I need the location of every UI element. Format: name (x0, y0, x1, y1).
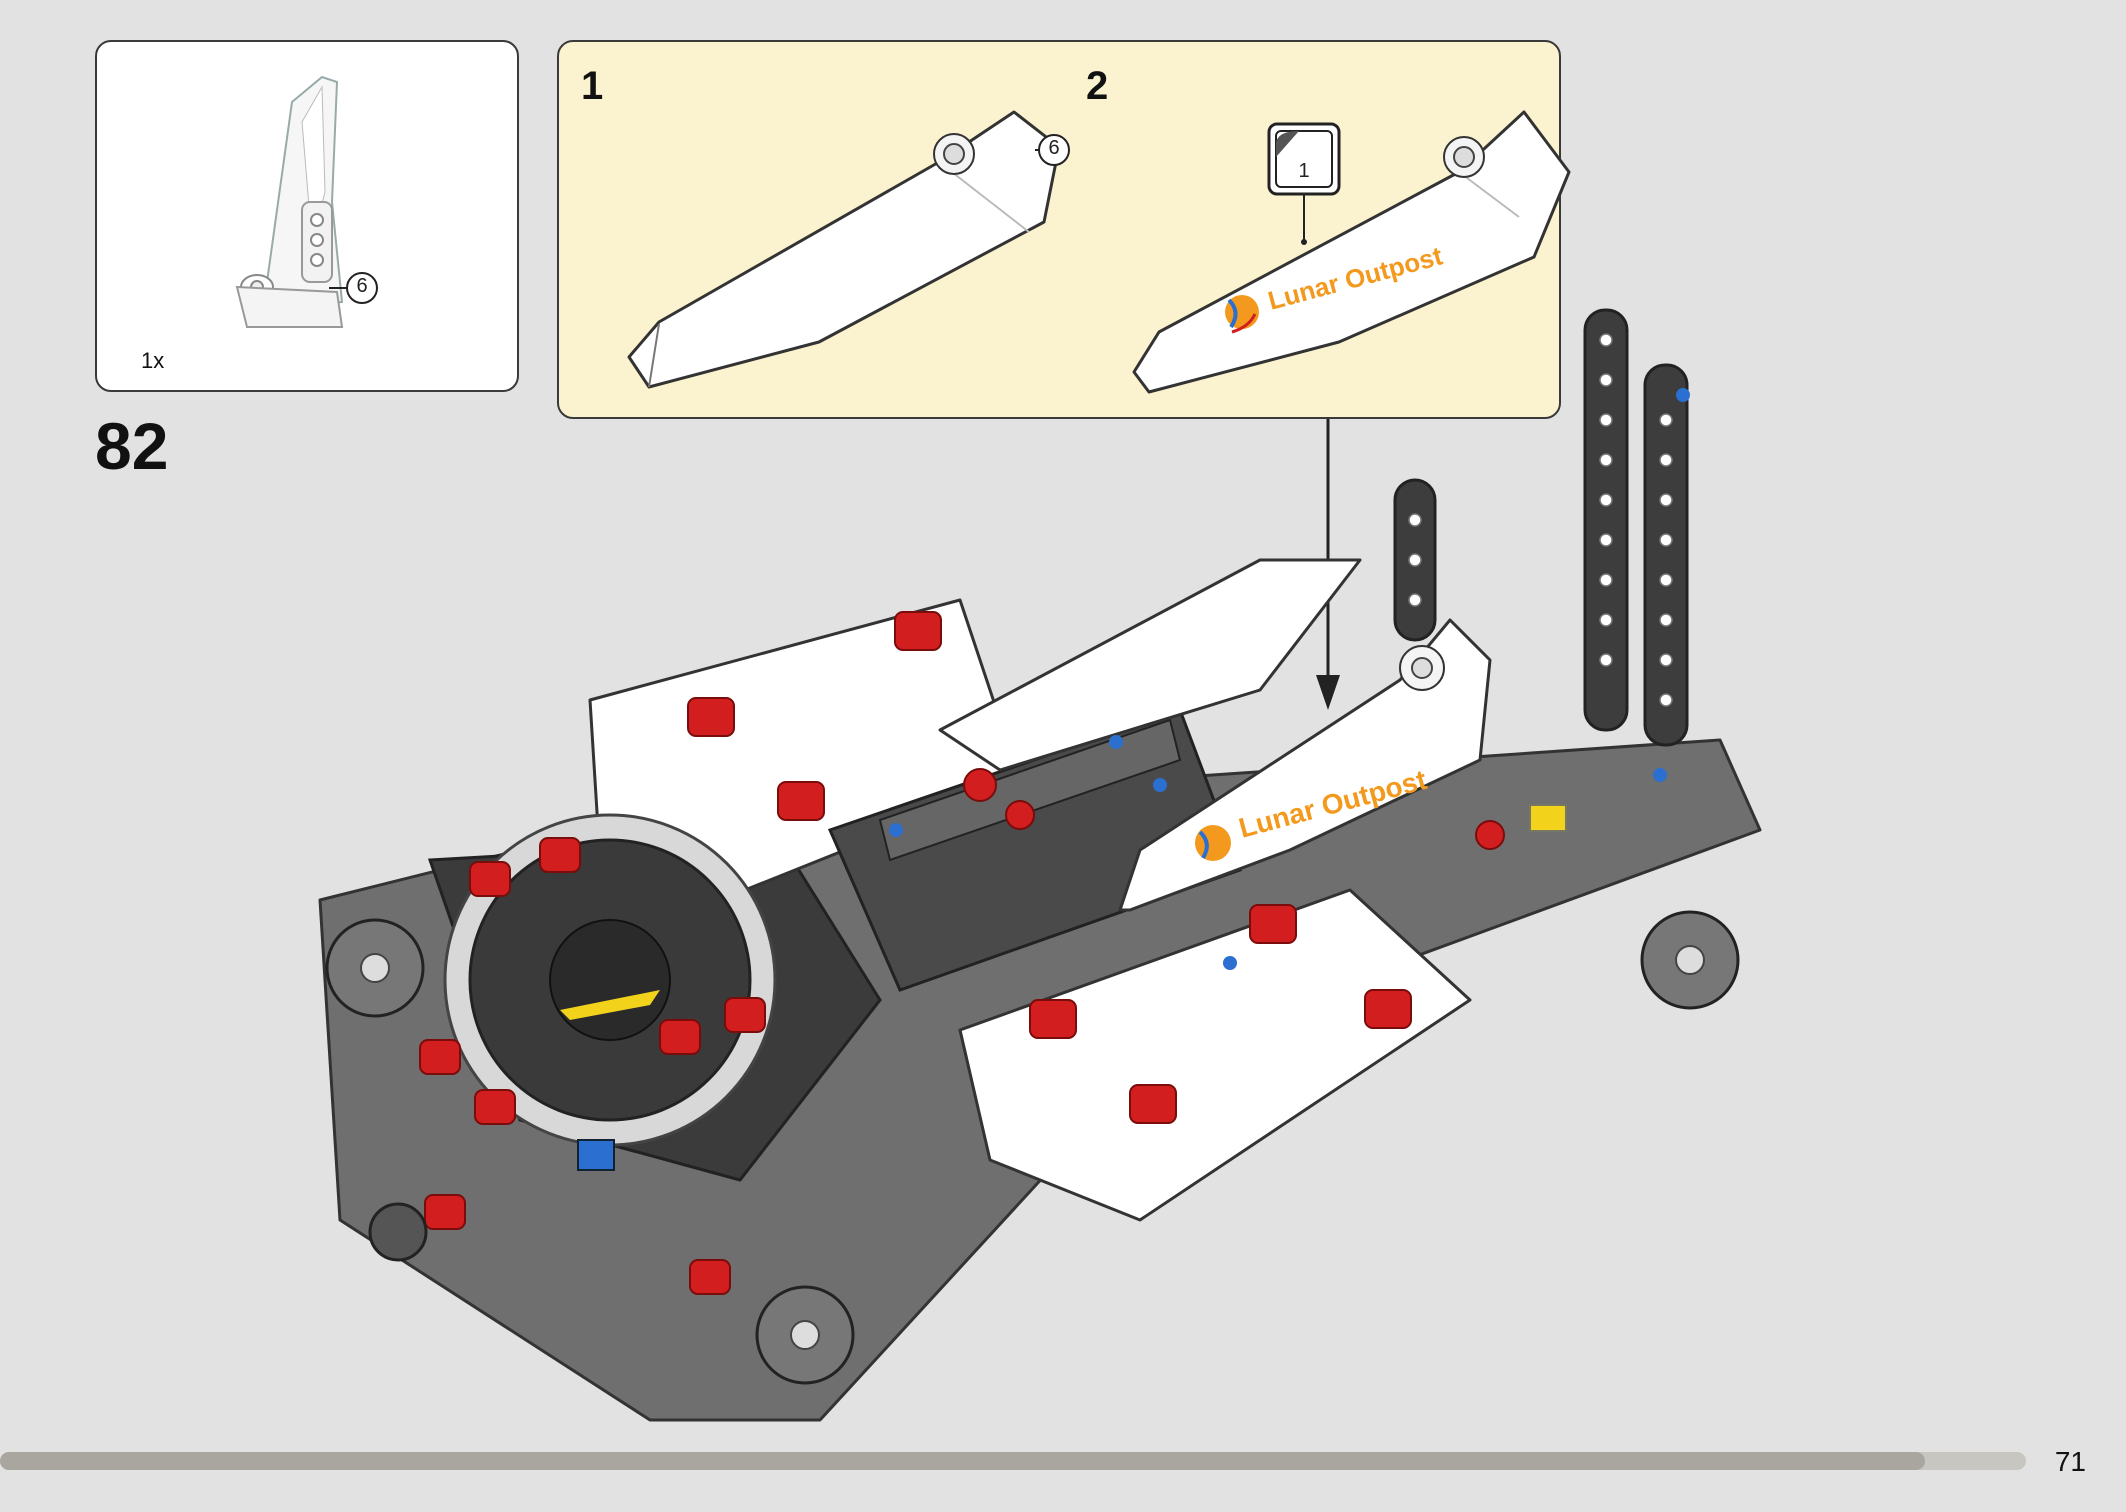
model-sticker-label: Lunar Outpost (1236, 764, 1430, 844)
sub-assembly-panel: 1 2 6 Lunar Outpost 1 (557, 40, 1571, 419)
length-callout-value: 6 (356, 275, 368, 297)
part-quantity: 1x (141, 348, 165, 373)
sub-step-2-sticker-text: Lunar Outpost (1265, 240, 1446, 315)
length-callout (329, 272, 378, 304)
panel-piece-illustration (235, 75, 344, 328)
step-number: 82 (95, 409, 169, 483)
page-progress-bar (0, 1452, 2026, 1470)
page-number: 71 (2054, 1446, 2086, 1477)
sticker-callout (1267, 122, 1341, 245)
sub-step-2-number: 2 (1086, 64, 1109, 108)
sub-step-1-length-value: 6 (1048, 137, 1060, 159)
sticker-number: 1 (1298, 160, 1310, 182)
sub-step-1-number: 1 (581, 64, 604, 108)
parts-list-panel: 6 (95, 40, 519, 392)
page-progress-fill (0, 1452, 1925, 1470)
sub-step-1-length-callout (1038, 134, 1070, 166)
sub-step-2-panel-piece (1132, 110, 1571, 394)
